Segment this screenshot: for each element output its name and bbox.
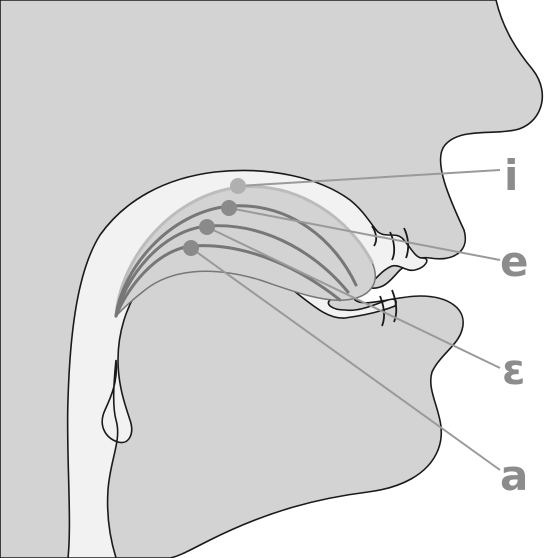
vowel-labels: i e ɛ a (500, 151, 529, 500)
point-i (230, 178, 246, 194)
vowel-label-e: e (500, 237, 529, 286)
vowel-label-a: a (500, 451, 528, 500)
point-e (221, 200, 237, 216)
vowel-label-epsilon: ɛ (502, 345, 525, 394)
point-epsilon (199, 219, 215, 235)
point-a (183, 240, 199, 256)
vowel-label-i: i (504, 151, 518, 200)
